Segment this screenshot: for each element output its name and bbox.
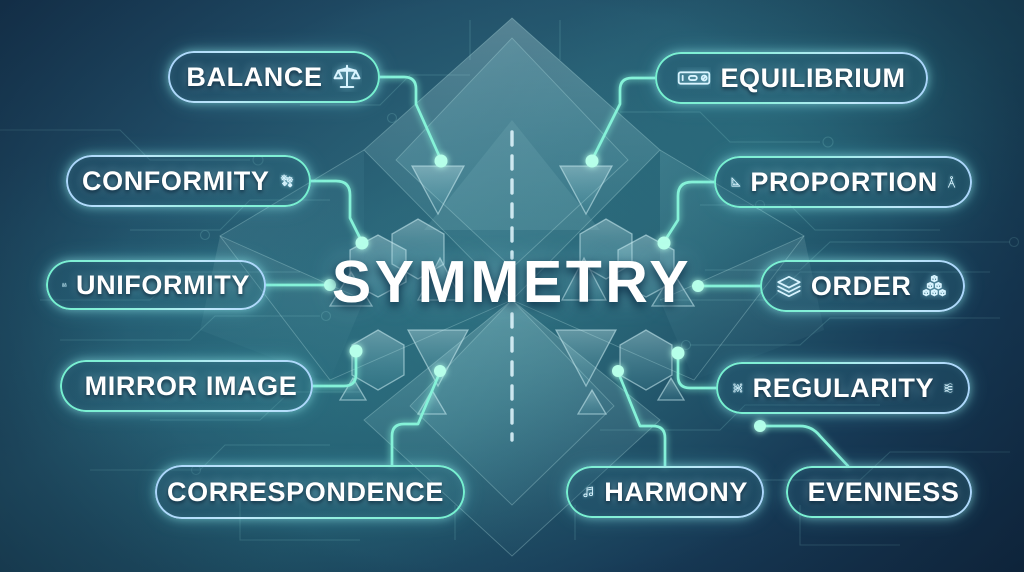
node-label: EQUILIBRIUM	[720, 62, 906, 93]
node-correspondence[interactable]: CORRESPONDENCE	[155, 465, 465, 519]
node-label: REGULARITY	[752, 372, 935, 403]
node-label: PROPORTION	[750, 166, 938, 197]
compass-icon	[947, 176, 956, 188]
node-conformity[interactable]: CONFORMITY	[66, 155, 311, 207]
node-mirror-image[interactable]: MIRROR IMAGE	[60, 360, 313, 412]
center-title: SYMMETRY	[331, 249, 693, 315]
node-order[interactable]: ORDER	[760, 260, 965, 312]
node-regularity[interactable]: REGULARITY	[716, 362, 970, 414]
ornament-right-icon	[944, 383, 953, 393]
node-label: EVENNESS	[807, 476, 960, 507]
set-square-icon	[731, 177, 741, 187]
node-evenness[interactable]: EVENNESS	[786, 466, 972, 518]
node-uniformity[interactable]: UNIFORMITY	[46, 260, 266, 310]
node-harmony[interactable]: HARMONY	[566, 466, 764, 518]
node-label: CORRESPONDENCE	[167, 476, 444, 507]
scales-icon	[333, 64, 361, 88]
gears-icon	[280, 174, 293, 188]
ornament-left-icon	[733, 383, 743, 393]
node-label: MIRROR IMAGE	[84, 370, 298, 401]
node-balance[interactable]: BALANCE	[168, 51, 380, 103]
node-label: HARMONY	[604, 476, 748, 507]
node-label: BALANCE	[186, 61, 323, 92]
node-proportion[interactable]: PROPORTION	[714, 156, 972, 208]
node-equilibrium[interactable]: EQUILIBRIUM	[655, 52, 928, 104]
node-label: CONFORMITY	[82, 165, 270, 196]
music-note-icon	[583, 486, 594, 498]
spirit-level-icon	[678, 71, 711, 85]
